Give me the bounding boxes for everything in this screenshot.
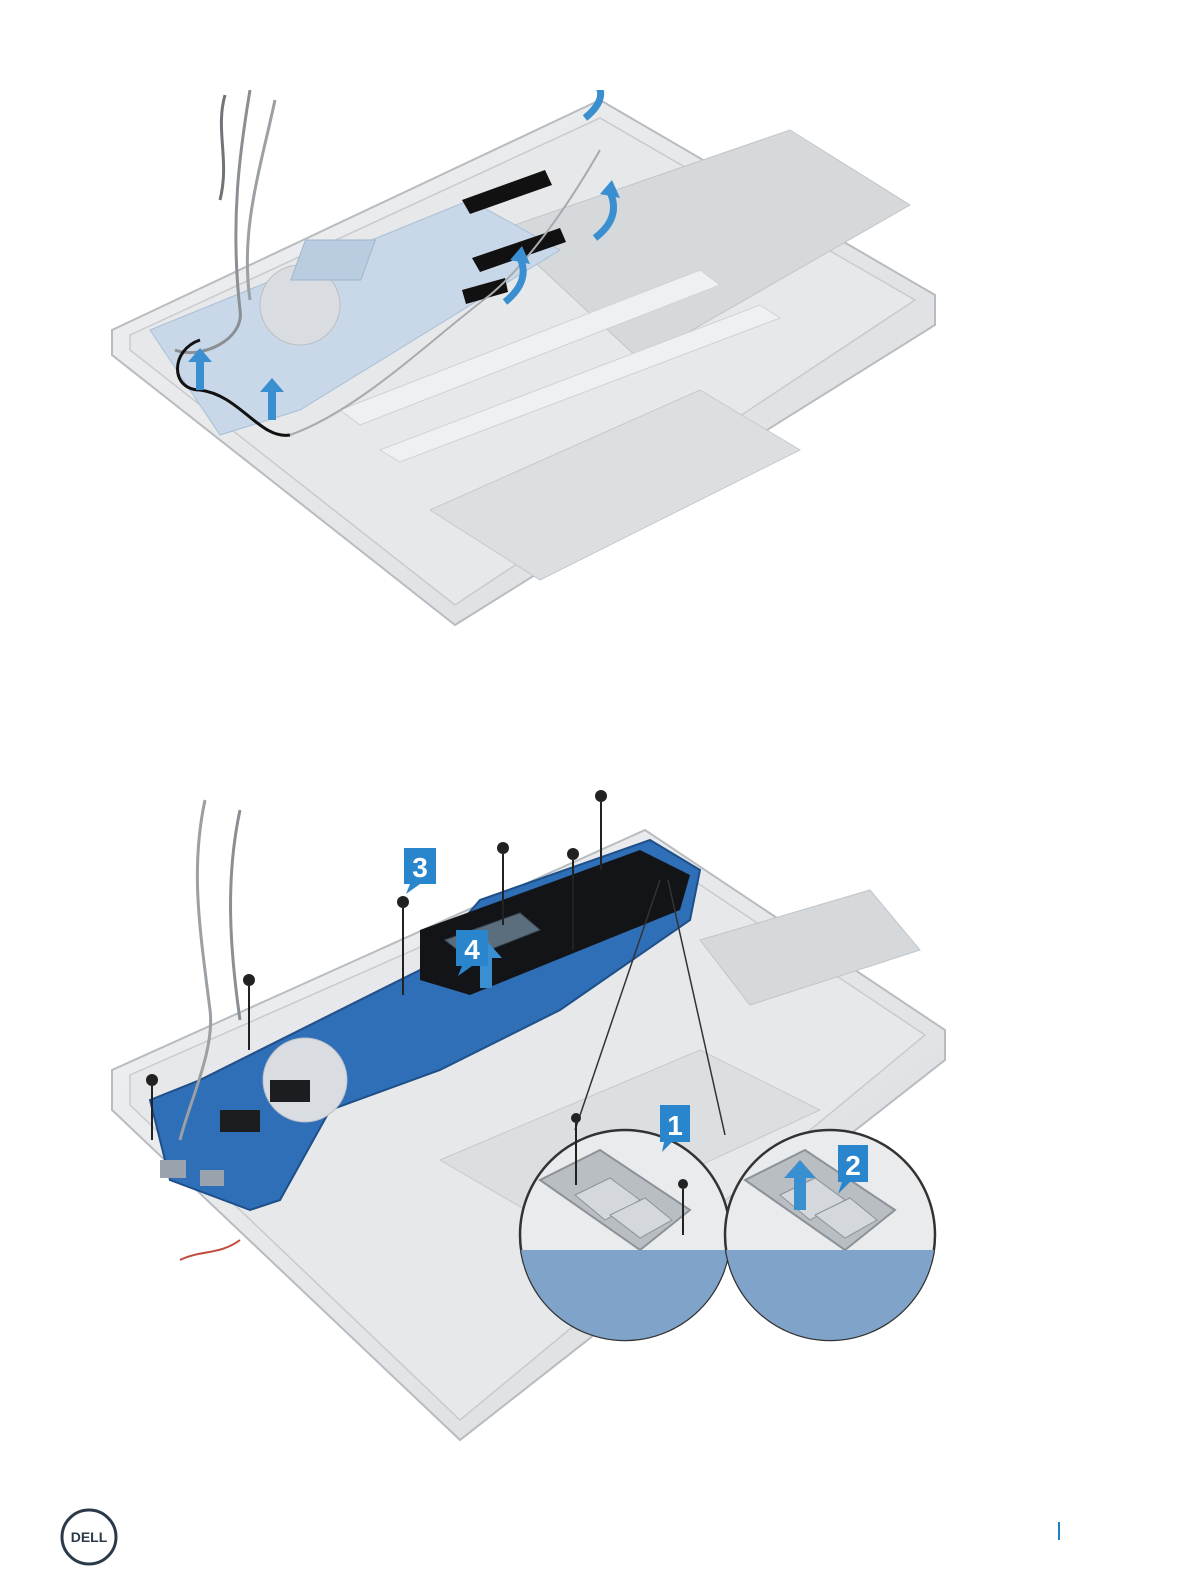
connector bbox=[220, 1110, 260, 1132]
connector bbox=[270, 1080, 310, 1102]
svg-text:1: 1 bbox=[667, 1110, 683, 1141]
coin-cell-cable bbox=[180, 1240, 240, 1260]
laptop-base-illustration-2: 1 2 3 4 bbox=[0, 780, 1190, 1460]
figure-system-board-removal: 1 2 3 4 bbox=[0, 780, 1190, 1460]
callout-3: 3 bbox=[404, 848, 436, 894]
svg-text:2: 2 bbox=[845, 1150, 861, 1181]
zoom-detail-bracket-lift bbox=[725, 1130, 935, 1340]
laptop-base-illustration-1 bbox=[0, 90, 1190, 650]
cpu-heatsink bbox=[291, 240, 376, 280]
usb-port bbox=[160, 1160, 186, 1178]
figure-cable-unrouting bbox=[0, 90, 1190, 650]
dell-logo-text: DELL bbox=[71, 1529, 108, 1545]
svg-text:4: 4 bbox=[464, 934, 480, 965]
dell-logo-icon: DELL bbox=[58, 1506, 120, 1568]
antenna-cable bbox=[231, 810, 240, 1020]
antenna-cable bbox=[220, 95, 225, 200]
sd-card-slot bbox=[200, 1170, 224, 1186]
footer-accent-bar bbox=[1058, 1522, 1060, 1540]
svg-text:3: 3 bbox=[412, 852, 428, 883]
